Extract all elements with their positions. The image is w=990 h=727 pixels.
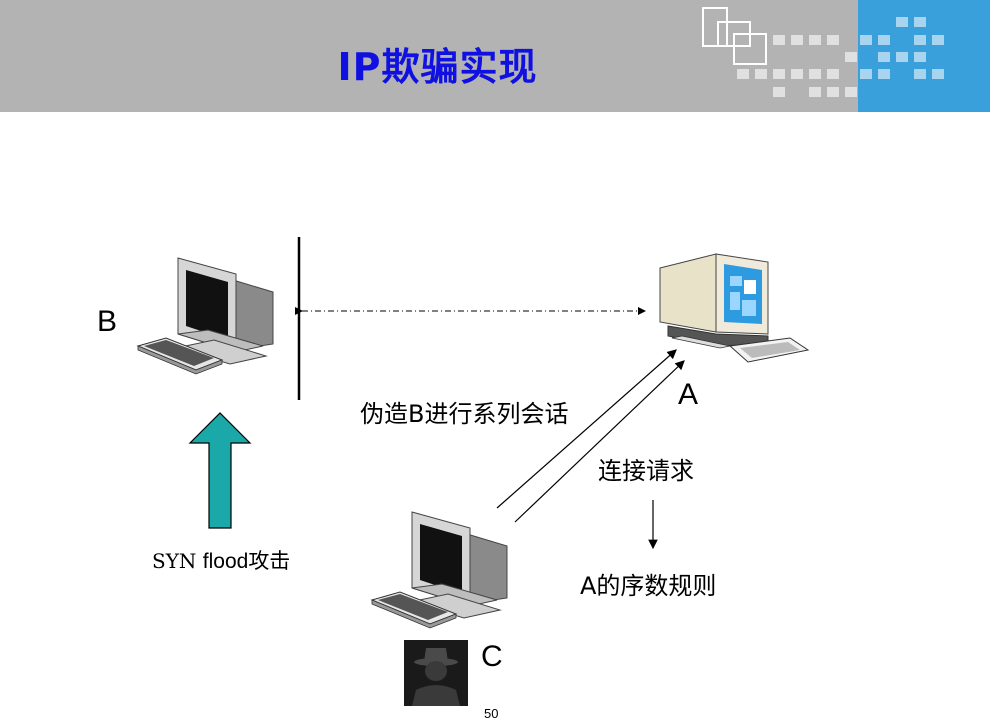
connect-request-label: 连接请求 — [598, 457, 694, 485]
hacker-silhouette-icon — [404, 640, 468, 706]
header-band — [0, 0, 990, 112]
syn-flood-word: flood — [202, 550, 249, 573]
computer-c-icon — [370, 511, 508, 629]
node-label-c: C — [481, 640, 503, 673]
computer-a-icon — [659, 253, 810, 363]
node-label-b: B — [97, 305, 118, 338]
slide-title: IP欺骗实现 — [337, 45, 538, 89]
syn-flood-label: SYN flood攻击 — [152, 545, 290, 575]
syn-prefix: SYN — [152, 549, 203, 573]
syn-flood-arrow-icon — [188, 412, 252, 529]
attack-arrow-upper — [496, 349, 677, 509]
node-label-a: A — [678, 378, 699, 411]
sequence-rule-label: A的序数规则 — [580, 572, 717, 600]
forge-session-label: 伪造B进行系列会话 — [360, 400, 569, 428]
computer-b-icon — [136, 257, 274, 375]
header-decoration — [702, 0, 990, 112]
attack-arrow-lower — [514, 360, 685, 523]
page-number: 50 — [484, 706, 499, 721]
syn-suffix: 攻击 — [248, 549, 291, 573]
